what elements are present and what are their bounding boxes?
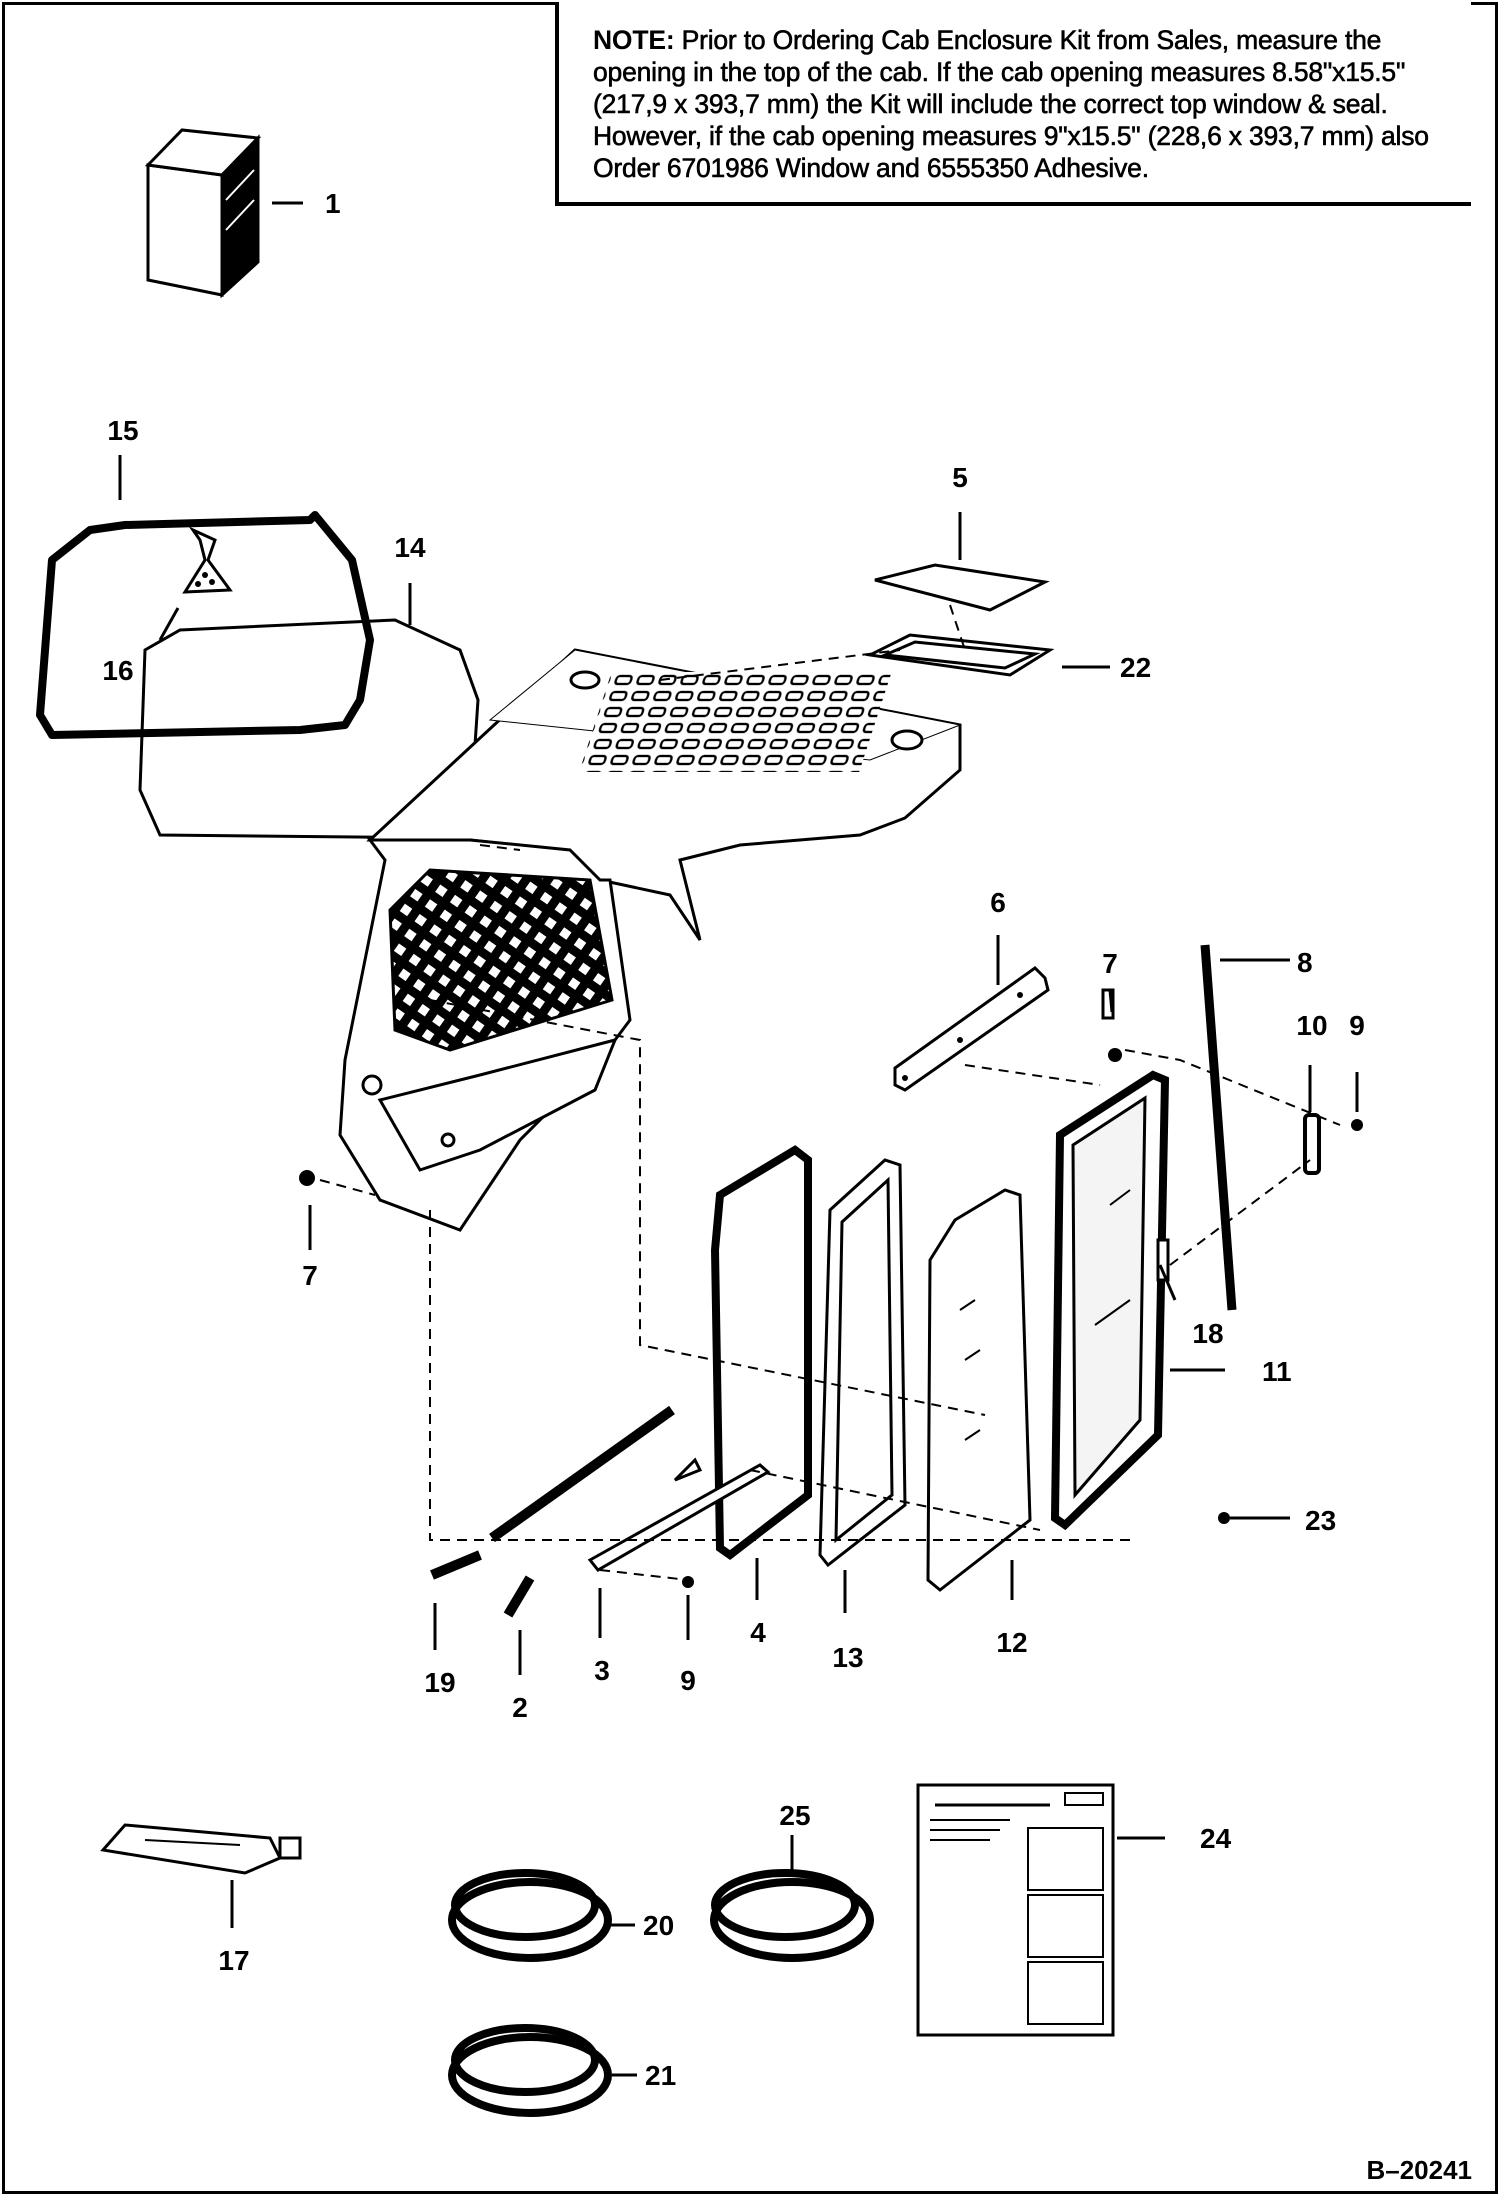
callout-21: 21 bbox=[645, 2060, 676, 2091]
callout-9-right: 9 bbox=[1349, 1010, 1365, 1041]
seal-coil-part bbox=[448, 1869, 612, 1962]
top-window-part bbox=[874, 563, 1050, 612]
screw-part bbox=[299, 1170, 315, 1186]
door-frame-part bbox=[1050, 1070, 1170, 1531]
callout-11: 11 bbox=[1262, 1356, 1292, 1387]
note-box: NOTE: Prior to Ordering Cab Enclosure Ki… bbox=[555, 2, 1471, 206]
strip-part bbox=[489, 1405, 675, 1543]
callout-6: 6 bbox=[990, 887, 1006, 918]
callout-5: 5 bbox=[952, 462, 968, 493]
callout-9-bottom: 9 bbox=[680, 1665, 696, 1696]
nut-part bbox=[1351, 1119, 1363, 1131]
callout-7-left: 7 bbox=[302, 1260, 318, 1291]
callout-18: 18 bbox=[1192, 1318, 1223, 1349]
callout-4: 4 bbox=[750, 1617, 766, 1648]
callout-15: 15 bbox=[107, 415, 138, 446]
callout-10: 10 bbox=[1296, 1010, 1327, 1041]
callout-8: 8 bbox=[1297, 947, 1313, 978]
door-glass-part bbox=[926, 1188, 1032, 1592]
callout-17: 17 bbox=[218, 1945, 249, 1976]
seal-coil-part bbox=[710, 1869, 874, 1962]
callout-20: 20 bbox=[643, 1910, 674, 1941]
callout-25: 25 bbox=[779, 1800, 810, 1831]
instruction-sheet-part bbox=[916, 1783, 1115, 2037]
callout-7-right: 7 bbox=[1102, 948, 1118, 979]
callout-2: 2 bbox=[512, 1692, 528, 1723]
callout-22: 22 bbox=[1120, 652, 1151, 683]
strip-part bbox=[503, 1575, 535, 1618]
strip-part bbox=[430, 1550, 482, 1580]
callout-1: 1 bbox=[325, 188, 341, 219]
sill-strip-part bbox=[587, 1457, 771, 1572]
gasket-part bbox=[818, 1158, 907, 1568]
callout-19: 19 bbox=[424, 1667, 455, 1698]
seal-strip-part bbox=[1200, 944, 1237, 1311]
screw-part bbox=[1101, 988, 1122, 1062]
assembly-guide-lines bbox=[319, 604, 1341, 1581]
callout-16: 16 bbox=[102, 655, 133, 686]
note-lead: NOTE: bbox=[593, 25, 675, 55]
callout-12: 12 bbox=[996, 1627, 1027, 1658]
seal-coil-part bbox=[448, 2024, 612, 2117]
hinge-strip-part bbox=[893, 966, 1050, 1092]
callout-24: 24 bbox=[1200, 1823, 1232, 1854]
latch-part bbox=[1303, 1113, 1321, 1175]
callout-13: 13 bbox=[832, 1642, 863, 1673]
window-seal-part bbox=[36, 511, 374, 739]
callout-23: 23 bbox=[1305, 1505, 1336, 1536]
cab-body bbox=[338, 648, 962, 1232]
kit-box-part bbox=[144, 128, 262, 299]
adhesive-tube-part bbox=[100, 1823, 302, 1875]
nut-part bbox=[1218, 1512, 1230, 1524]
callout-14: 14 bbox=[394, 532, 426, 563]
figure-id: B–20241 bbox=[1366, 2155, 1472, 2185]
top-window-seal-part bbox=[865, 633, 1055, 677]
door-seal-part bbox=[710, 1145, 812, 1560]
callout-3: 3 bbox=[594, 1655, 610, 1686]
nut-part bbox=[682, 1576, 694, 1588]
note-text: Prior to Ordering Cab Enclosure Kit from… bbox=[593, 25, 1430, 184]
leader-lines bbox=[118, 201, 1359, 2077]
